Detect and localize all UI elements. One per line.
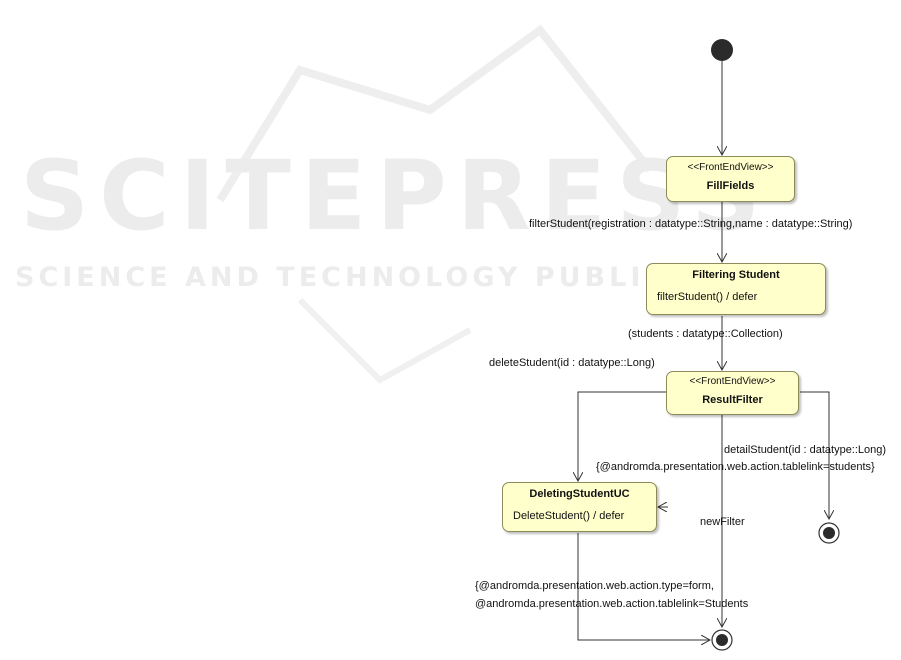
edge-resultfilter-to-final-right (800, 391, 829, 519)
state-deleting-student-uc[interactable]: DeletingStudentUC DeleteStudent() / defe… (502, 482, 657, 532)
label-students-collection: (students : datatype::Collection) (628, 328, 783, 340)
state-filtering-student-activity: filterStudent() / defer (657, 291, 758, 303)
final-node-bottom (711, 629, 733, 651)
watermark-title: SCITEPRESS (20, 140, 771, 252)
label-delete-student: deleteStudent(id : datatype::Long) (489, 357, 655, 369)
state-resultfilter-stereotype: <<FrontEndView>> (689, 376, 776, 387)
state-filtering-student-name: Filtering Student (692, 269, 780, 281)
initial-node (711, 39, 733, 61)
edge-deleting-to-final (577, 533, 710, 640)
state-deleting-student-uc-activity: DeleteStudent() / defer (513, 510, 625, 522)
label-filter-student: filterStudent(registration : datatype::S… (529, 218, 853, 230)
state-fillfields[interactable]: <<FrontEndView>> FillFields (666, 156, 795, 202)
state-resultfilter[interactable]: <<FrontEndView>> ResultFilter (666, 371, 799, 415)
state-deleting-student-uc-name: DeletingStudentUC (529, 488, 630, 500)
label-delete-done-tablelink: @andromda.presentation.web.action.tablel… (475, 598, 749, 610)
edge-resultfilter-to-deleting (578, 391, 667, 481)
final-node-right (818, 522, 840, 544)
state-fillfields-stereotype: <<FrontEndView>> (687, 162, 774, 173)
state-filtering-student[interactable]: Filtering Student filterStudent() / defe… (646, 263, 826, 315)
label-delete-done-type: {@andromda.presentation.web.action.type=… (475, 580, 714, 592)
label-detail-student: detailStudent(id : datatype::Long) (724, 444, 887, 456)
state-resultfilter-name: ResultFilter (702, 394, 763, 406)
label-detail-student-tablelink: {@andromda.presentation.web.action.table… (596, 461, 875, 473)
label-new-filter: newFilter (700, 516, 745, 528)
state-fillfields-name: FillFields (706, 180, 755, 192)
